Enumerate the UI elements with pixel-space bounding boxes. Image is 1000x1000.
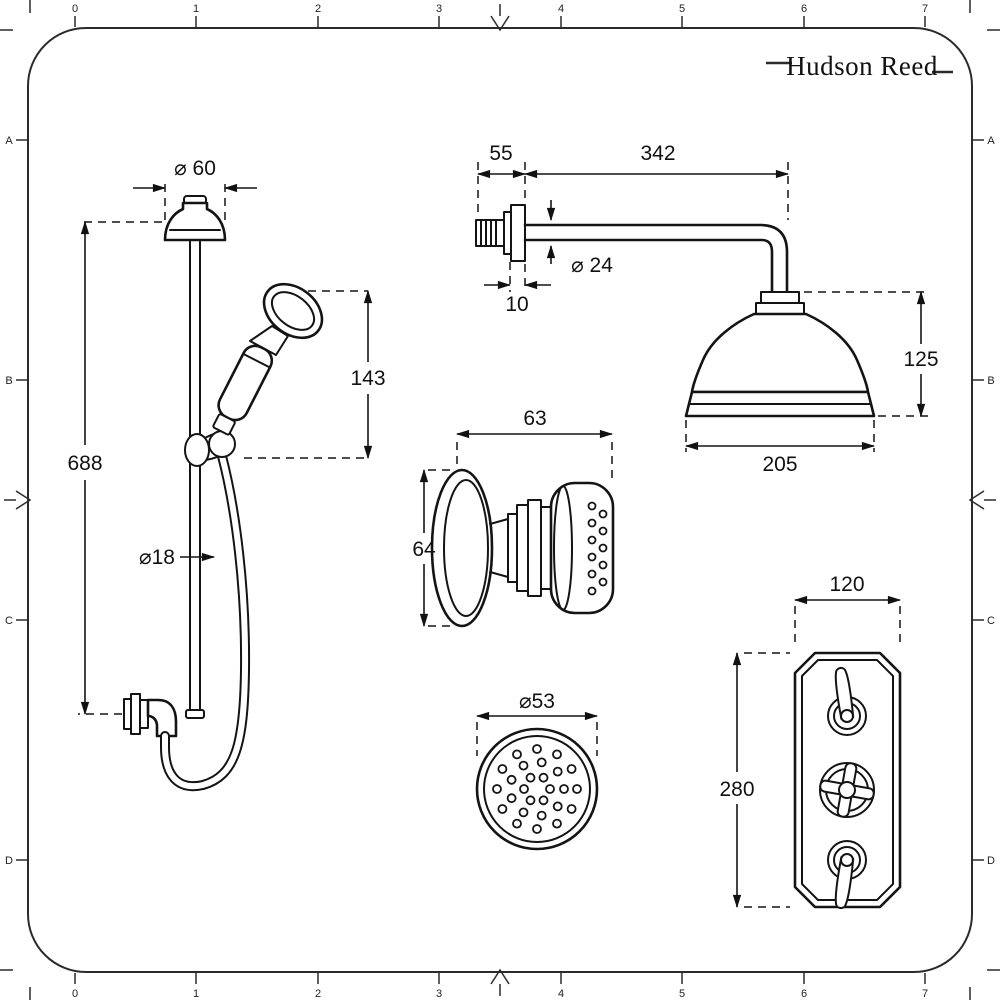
dim-label: ⌀ 60 bbox=[174, 157, 216, 180]
ruler-mark: C bbox=[5, 615, 13, 627]
ruler-mark: 1 bbox=[193, 3, 199, 15]
dim-label: ⌀53 bbox=[519, 690, 555, 713]
dim-jet-height: 64 bbox=[412, 468, 456, 628]
drawing-slide-rail: ⌀ 60 688 143 ⌀18 bbox=[67, 157, 386, 792]
ruler-mark: 2 bbox=[315, 988, 321, 1000]
rail-bottom-outlet bbox=[123, 693, 178, 738]
shower-hose bbox=[160, 451, 251, 792]
dim-label: 280 bbox=[719, 778, 754, 801]
jet-nozzle-head bbox=[549, 481, 615, 615]
ruler-mark: 5 bbox=[679, 988, 685, 1000]
shower-head-bell bbox=[684, 291, 876, 418]
ruler-mark: 0 bbox=[72, 988, 78, 1000]
dim-label: 205 bbox=[762, 453, 797, 476]
ruler-mark: 2 bbox=[315, 3, 321, 15]
drawing-body-jet-front: ⌀53 bbox=[475, 690, 599, 851]
ruler-mark: B bbox=[5, 375, 12, 387]
dim-jet-face-dia: ⌀53 bbox=[475, 690, 599, 756]
dim-arm-dia: ⌀ 24 bbox=[546, 200, 613, 277]
ruler-mark: 7 bbox=[922, 988, 928, 1000]
dim-head-height: 125 bbox=[804, 290, 939, 418]
wall-fitting bbox=[475, 204, 526, 262]
dim-rail-dia: ⌀18 bbox=[139, 546, 216, 569]
ruler-left: A B C D bbox=[5, 135, 27, 867]
center-mark-bottom bbox=[490, 968, 510, 996]
brand-logo: Hudson Reed bbox=[766, 51, 953, 81]
ruler-mark: 4 bbox=[558, 988, 564, 1000]
ruler-mark: D bbox=[5, 855, 13, 867]
ruler-mark: A bbox=[5, 135, 13, 147]
ruler-mark: 7 bbox=[922, 3, 928, 15]
shower-arm bbox=[523, 223, 789, 294]
ruler-mark: B bbox=[987, 375, 994, 387]
dim-wall-depth: 55 bbox=[476, 142, 527, 216]
dim-label: ⌀18 bbox=[139, 546, 175, 569]
slide-rail-bar bbox=[189, 239, 201, 715]
ruler-mark: A bbox=[987, 135, 995, 147]
valve-bottom-control bbox=[827, 840, 867, 910]
dim-label: 63 bbox=[523, 407, 546, 430]
dim-label: 143 bbox=[350, 367, 385, 390]
dim-label: 55 bbox=[489, 142, 512, 165]
center-mark-right bbox=[968, 490, 996, 510]
drawing-valve: 120 280 bbox=[719, 573, 902, 910]
shower-handset bbox=[212, 282, 324, 436]
jet-face-holes bbox=[492, 744, 582, 834]
valve-crosshead-control bbox=[819, 762, 875, 818]
ruler-mark: 4 bbox=[558, 3, 564, 15]
dim-label: 120 bbox=[829, 573, 864, 596]
ruler-mark: D bbox=[987, 855, 995, 867]
dim-valve-height: 280 bbox=[719, 651, 790, 909]
ruler-right: A B C D bbox=[973, 135, 995, 867]
dim-label: 64 bbox=[412, 538, 436, 561]
ruler-mark: C bbox=[987, 615, 995, 627]
center-mark-left bbox=[4, 490, 32, 510]
ruler-mark: 0 bbox=[72, 3, 78, 15]
ruler-mark: 6 bbox=[801, 3, 807, 15]
center-mark-top bbox=[490, 4, 510, 32]
ruler-mark: 5 bbox=[679, 3, 685, 15]
dim-handset-length: 143 bbox=[244, 289, 386, 460]
ruler-top: 0 1 2 3 4 5 6 7 bbox=[72, 3, 928, 27]
ruler-bottom: 0 1 2 3 4 5 6 7 bbox=[72, 973, 928, 1000]
dim-label: 10 bbox=[505, 293, 528, 316]
handset-holder bbox=[184, 430, 236, 467]
jet-wall-plate bbox=[430, 468, 494, 628]
dim-head-dia: 205 bbox=[684, 420, 876, 476]
valve-top-control bbox=[827, 666, 867, 736]
rail-top-bracket bbox=[163, 195, 227, 242]
dim-label: 342 bbox=[640, 142, 675, 165]
dim-label: 125 bbox=[903, 348, 938, 371]
dim-label: ⌀ 24 bbox=[571, 254, 613, 277]
jet-face-outer bbox=[475, 727, 599, 851]
ruler-mark: 3 bbox=[436, 988, 442, 1000]
dim-arm-length: 342 bbox=[523, 142, 790, 220]
drawing-shower-head: 55 342 10 ⌀ 24 125 bbox=[475, 142, 939, 476]
brand-name: Hudson Reed bbox=[786, 51, 938, 81]
ruler-mark: 1 bbox=[193, 988, 199, 1000]
dim-rail-height: 688 bbox=[67, 220, 162, 716]
dim-rail-flange-dia: ⌀ 60 bbox=[133, 157, 257, 222]
jet-nozzle-holes bbox=[587, 501, 608, 596]
dim-valve-width: 120 bbox=[793, 573, 902, 648]
ruler-mark: 6 bbox=[801, 988, 807, 1000]
dim-label: 688 bbox=[67, 452, 102, 475]
dim-flange-thickness: 10 bbox=[484, 262, 551, 316]
drawing-body-jet-side: 63 64 bbox=[412, 407, 615, 628]
dim-jet-depth: 63 bbox=[455, 407, 614, 480]
ruler-mark: 3 bbox=[436, 3, 442, 15]
